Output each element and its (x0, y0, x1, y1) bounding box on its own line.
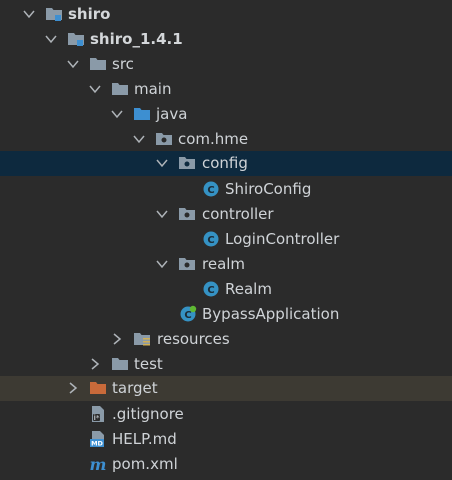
tree-row-resources[interactable]: resources (0, 327, 452, 352)
tree-row-realm-class[interactable]: C Realm (0, 277, 452, 302)
package-icon (178, 205, 196, 223)
tree-row-pom-xml[interactable]: m pom.xml (0, 452, 452, 477)
chevron-right-icon[interactable] (66, 381, 80, 395)
resources-folder-icon (133, 330, 151, 348)
chevron-down-icon[interactable] (22, 7, 36, 21)
tree-label: com.hme (178, 130, 249, 148)
tree-row-shiro-module[interactable]: shiro_1.4.1 (0, 27, 452, 52)
chevron-down-icon[interactable] (66, 57, 80, 71)
svg-text:m: m (90, 455, 107, 473)
svg-text:MD: MD (91, 440, 103, 448)
package-icon (178, 255, 196, 273)
folder-icon (111, 355, 129, 373)
tree-label: test (134, 355, 163, 373)
chevron-right-icon[interactable] (110, 332, 124, 346)
tree-label: Realm (225, 280, 272, 298)
tree-row-package[interactable]: com.hme (0, 127, 452, 152)
spring-boot-class-icon: C (179, 305, 197, 323)
excluded-folder-icon (89, 379, 107, 397)
module-folder-icon (45, 5, 63, 23)
ignore-file-icon: i* (89, 405, 107, 423)
tree-label: ShiroConfig (225, 180, 312, 198)
tree-label: realm (202, 255, 246, 273)
tree-row-gitignore[interactable]: i* .gitignore (0, 402, 452, 427)
markdown-file-icon: MD (89, 430, 107, 448)
tree-row-target[interactable]: target (0, 376, 452, 401)
folder-icon (89, 55, 107, 73)
tree-row-bypass-application[interactable]: C BypassApplication (0, 302, 452, 327)
tree-label: shiro (68, 5, 111, 23)
java-class-icon: C (202, 280, 220, 298)
svg-text:i*: i* (93, 414, 99, 422)
svg-text:C: C (207, 285, 214, 296)
tree-row-src[interactable]: src (0, 52, 452, 77)
folder-icon (111, 80, 129, 98)
tree-row-shiro-config[interactable]: C ShiroConfig (0, 177, 452, 202)
tree-row-help-md[interactable]: MD HELP.md (0, 427, 452, 452)
tree-label: java (156, 105, 188, 123)
package-icon (178, 154, 196, 172)
chevron-down-icon[interactable] (44, 32, 58, 46)
tree-row-shiro[interactable]: shiro (0, 2, 452, 27)
svg-text:C: C (184, 310, 191, 321)
tree-row-config[interactable]: config (0, 151, 452, 176)
chevron-right-icon[interactable] (88, 357, 102, 371)
svg-text:C: C (207, 235, 214, 246)
tree-label: controller (202, 205, 274, 223)
tree-label: shiro_1.4.1 (90, 30, 183, 48)
chevron-down-icon[interactable] (155, 207, 169, 221)
tree-label: resources (157, 330, 230, 348)
source-folder-icon (133, 105, 151, 123)
tree-label: LoginController (225, 230, 340, 248)
maven-file-icon: m (88, 455, 107, 473)
chevron-down-icon[interactable] (88, 82, 102, 96)
java-class-icon: C (202, 180, 220, 198)
tree-row-controller[interactable]: controller (0, 202, 452, 227)
tree-row-login-controller[interactable]: C LoginController (0, 227, 452, 252)
java-class-icon: C (202, 230, 220, 248)
tree-label: main (134, 80, 172, 98)
tree-label: BypassApplication (202, 305, 340, 323)
tree-label: src (112, 55, 134, 73)
tree-label: pom.xml (112, 455, 178, 473)
tree-label: config (202, 154, 248, 172)
package-icon (155, 130, 173, 148)
tree-label: HELP.md (112, 430, 177, 448)
chevron-down-icon[interactable] (155, 156, 169, 170)
tree-label: .gitignore (112, 405, 184, 423)
tree-row-main[interactable]: main (0, 77, 452, 102)
chevron-down-icon[interactable] (155, 257, 169, 271)
chevron-down-icon[interactable] (132, 132, 146, 146)
svg-text:C: C (207, 185, 214, 196)
tree-label: target (112, 379, 158, 397)
module-folder-icon (67, 30, 85, 48)
tree-row-test[interactable]: test (0, 352, 452, 377)
chevron-down-icon[interactable] (110, 107, 124, 121)
tree-row-java[interactable]: java (0, 102, 452, 127)
tree-row-realm[interactable]: realm (0, 252, 452, 277)
